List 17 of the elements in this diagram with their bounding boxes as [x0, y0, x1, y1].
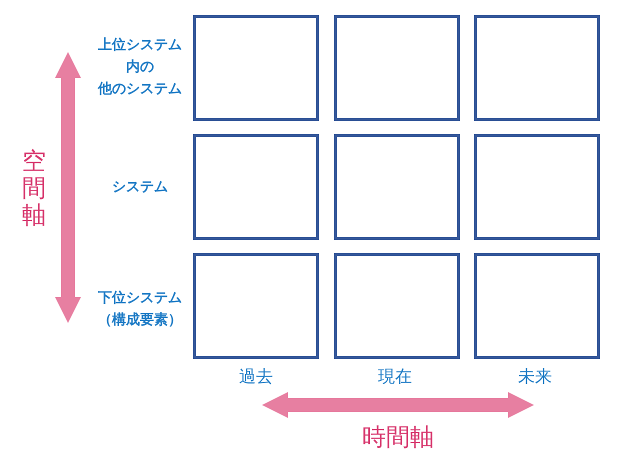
column-label: 現在: [377, 366, 413, 388]
row-label: 下位システム（構成要素）: [97, 289, 183, 330]
empty-box: [474, 15, 600, 121]
column-label: 過去: [238, 366, 274, 388]
column-label: 未来: [517, 366, 553, 388]
empty-box: [334, 253, 460, 359]
axis-label: 空間軸: [21, 148, 47, 229]
axis-label: 時間軸: [361, 424, 435, 450]
empty-box: [193, 253, 319, 359]
row-label: 上位システム内の他のシステム: [96, 36, 183, 99]
empty-box: [334, 15, 460, 121]
row-label: システム: [111, 178, 169, 197]
empty-box: [193, 134, 319, 240]
empty-box: [474, 134, 600, 240]
empty-box: [193, 15, 319, 121]
empty-box: [334, 134, 460, 240]
empty-box: [474, 253, 600, 359]
